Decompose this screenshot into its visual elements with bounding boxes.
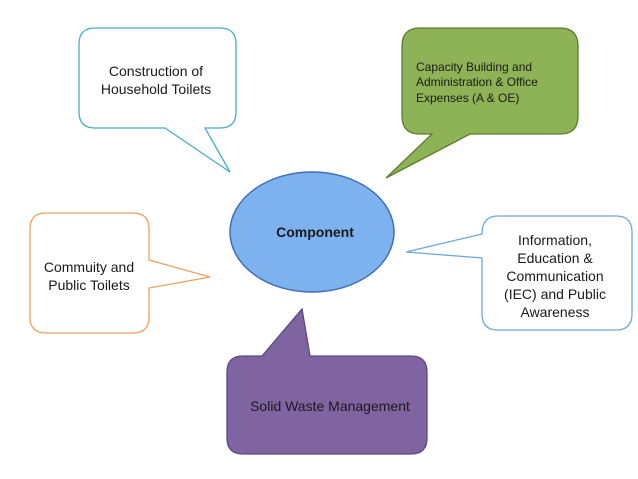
center-ellipse [229, 171, 395, 293]
callout-solid-label: Solid Waste Management [250, 397, 410, 414]
callout-community-label: Commuity and Public Toilets [43, 258, 135, 293]
callout-community-shape [29, 212, 211, 334]
callout-construction-shape [78, 27, 237, 173]
callout-iec-shape [405, 215, 633, 331]
callout-iec-label: Information, Education & Communication (… [504, 231, 606, 321]
callout-capacity-label: Capacity Building and Administration & O… [416, 59, 538, 105]
callout-solid-shape [226, 307, 428, 455]
callout-construction-label: Construction of Household Toilets [100, 62, 212, 97]
callout-capacity-shape [385, 27, 579, 179]
center-label: Component [276, 223, 354, 240]
